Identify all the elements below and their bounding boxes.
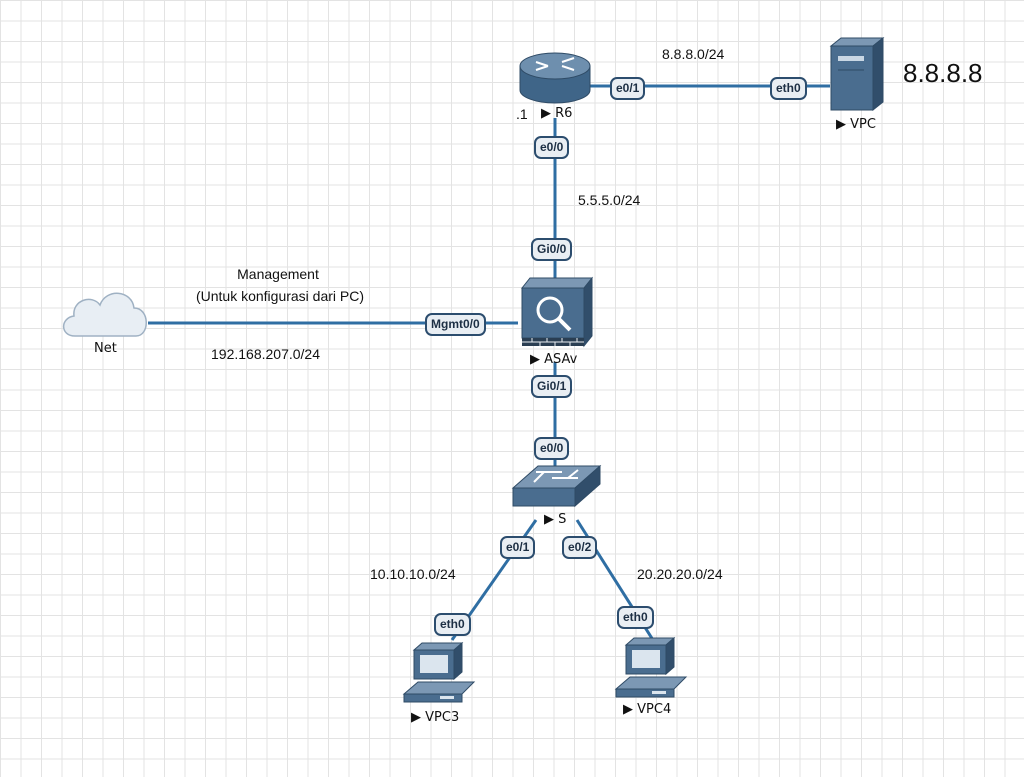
port-vpc4-eth0[interactable]: eth0 xyxy=(617,606,654,629)
firewall-icon[interactable] xyxy=(520,276,594,348)
network-label-20-20-20-0: 20.20.20.0/24 xyxy=(637,566,723,582)
device-label-vpc[interactable]: ▶ VPC xyxy=(836,117,876,132)
port-r6-e0-0[interactable]: e0/0 xyxy=(534,136,570,159)
cloud-icon[interactable] xyxy=(62,292,147,337)
links xyxy=(148,84,830,641)
port-asav-gi0-0[interactable]: Gi0/0 xyxy=(531,238,573,261)
device-label-net[interactable]: Net xyxy=(94,341,117,356)
network-label-8-8-8-0: 8.8.8.0/24 xyxy=(662,46,725,62)
device-label-vpc4[interactable]: ▶ VPC4 xyxy=(623,702,672,717)
workstation-icon[interactable] xyxy=(614,636,688,698)
port-switch-e0-2[interactable]: e0/2 xyxy=(562,536,598,559)
workstation-icon[interactable] xyxy=(402,641,476,703)
port-r6-e0-1[interactable]: e0/1 xyxy=(610,77,646,100)
device-label-vpc3[interactable]: ▶ VPC3 xyxy=(411,710,460,725)
network-label-192-168-207-0: 192.168.207.0/24 xyxy=(211,346,320,362)
switch-icon[interactable] xyxy=(511,464,602,508)
device-label-s[interactable]: ▶ S xyxy=(544,512,567,527)
port-vpc3-eth0[interactable]: eth0 xyxy=(434,613,471,636)
port-asav-mgmt0-0[interactable]: Mgmt0/0 xyxy=(425,313,486,336)
port-vpc-eth0[interactable]: eth0 xyxy=(770,77,807,100)
server-icon[interactable] xyxy=(829,36,885,112)
ip-label-8-8-8-8: 8.8.8.8 xyxy=(903,58,983,88)
device-label-r6[interactable]: ▶ R6 xyxy=(541,106,573,121)
r6-host-label: .1 xyxy=(516,106,528,122)
port-switch-e0-0[interactable]: e0/0 xyxy=(534,437,570,460)
management-title: Management xyxy=(237,266,319,282)
router-icon[interactable] xyxy=(519,52,591,104)
device-label-asav[interactable]: ▶ ASAv xyxy=(530,352,578,367)
management-note: (Untuk konfigurasi dari PC) xyxy=(195,288,365,304)
network-label-5-5-5-0: 5.5.5.0/24 xyxy=(578,192,641,208)
port-asav-gi0-1[interactable]: Gi0/1 xyxy=(531,375,573,398)
port-switch-e0-1[interactable]: e0/1 xyxy=(500,536,536,559)
network-label-10-10-10-0: 10.10.10.0/24 xyxy=(370,566,456,582)
